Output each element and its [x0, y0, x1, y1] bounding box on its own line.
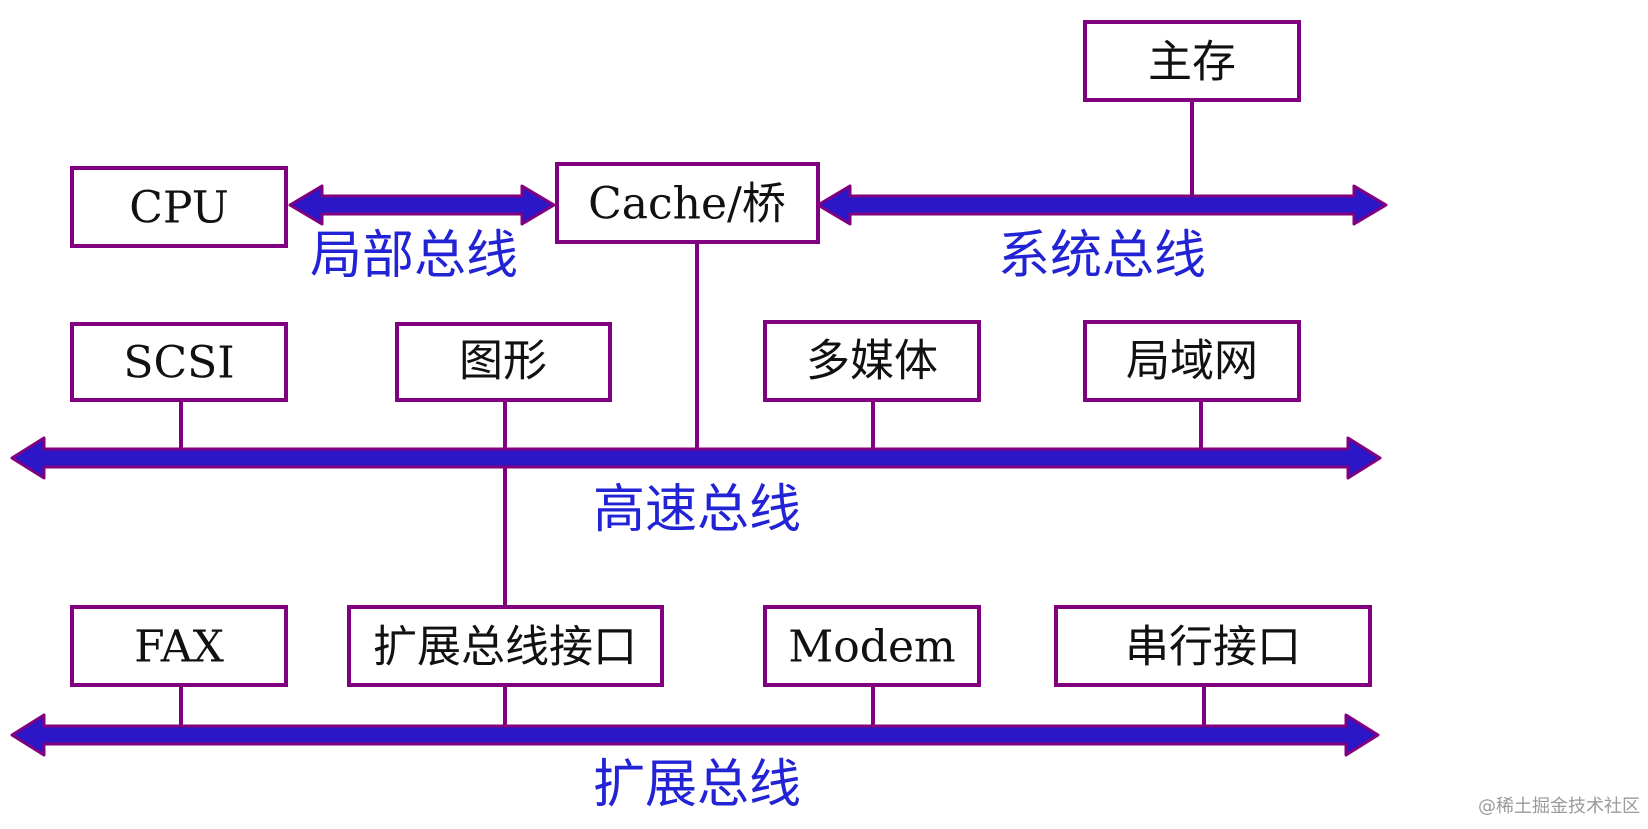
high-speed-bus-arrow — [10, 436, 1382, 480]
system-bus-arrow — [816, 184, 1388, 226]
graphics-label: 图形 — [459, 336, 547, 387]
fax-box — [70, 605, 288, 687]
modem-label: Modem — [788, 622, 955, 673]
local-bus-label: 局部总线 — [310, 226, 518, 286]
watermark: @稀土掘金技术社区 — [1478, 796, 1640, 817]
serial-interface-label: 串行接口 — [1125, 622, 1301, 673]
graphics-box — [395, 322, 612, 402]
multimedia-box — [763, 320, 981, 402]
expansion-bus-interface-box — [347, 605, 664, 687]
main-memory-box — [1083, 20, 1301, 102]
cache-bridge-box — [555, 162, 820, 244]
multimedia-label: 多媒体 — [806, 336, 938, 387]
cpu-label: CPU — [129, 183, 229, 234]
serial-interface-box — [1054, 605, 1372, 687]
local-bus-arrow — [288, 184, 556, 226]
expansion-bus-arrow — [10, 713, 1380, 757]
expansion-bus-interface-label: 扩展总线接口 — [373, 622, 637, 673]
modem-box — [763, 605, 981, 687]
scsi-label: SCSI — [123, 338, 234, 389]
cache-bridge-label: Cache/桥 — [588, 179, 786, 230]
fax-label: FAX — [134, 622, 224, 673]
main-memory-label: 主存 — [1148, 37, 1236, 88]
lan-box — [1083, 320, 1301, 402]
expansion-bus-label: 扩展总线 — [593, 755, 801, 815]
cpu-box — [70, 166, 288, 248]
system-bus-label: 系统总线 — [998, 226, 1206, 286]
high-speed-bus-label: 高速总线 — [593, 480, 801, 540]
lan-label: 局域网 — [1126, 336, 1258, 387]
scsi-box — [70, 322, 288, 402]
